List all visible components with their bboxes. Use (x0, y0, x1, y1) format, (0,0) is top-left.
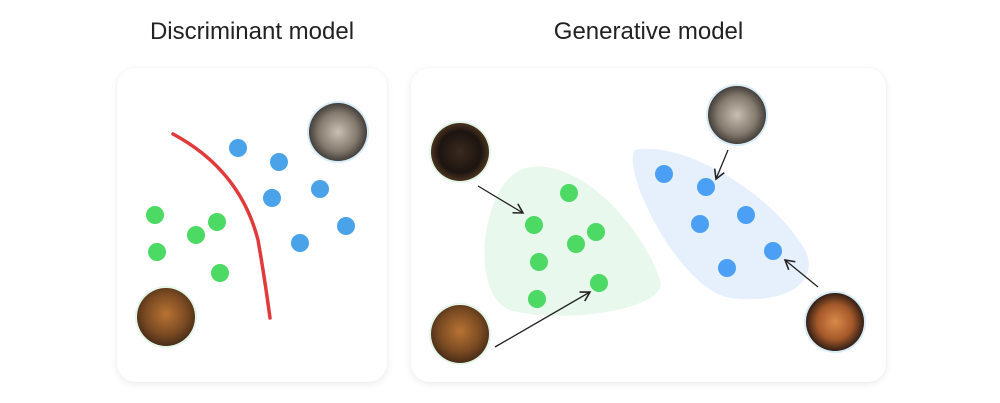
green-points-gen (525, 184, 608, 308)
blue-region (632, 148, 809, 300)
blue-points-gen (655, 165, 782, 277)
generative-title: Generative model (553, 18, 744, 45)
blue-points (229, 139, 355, 252)
cat-gray-photo-icon (706, 84, 768, 146)
decision-boundary (171, 132, 272, 320)
green-points (146, 206, 229, 282)
cat-photo-icon (307, 101, 369, 163)
dog-black-photo-icon (429, 121, 491, 183)
dog-brown-photo-icon (429, 303, 491, 365)
dog-photo-icon (135, 286, 197, 348)
discriminant-title: Discriminant model (149, 18, 355, 45)
cat-orange-photo-icon (804, 291, 866, 353)
arrows (477, 149, 819, 348)
